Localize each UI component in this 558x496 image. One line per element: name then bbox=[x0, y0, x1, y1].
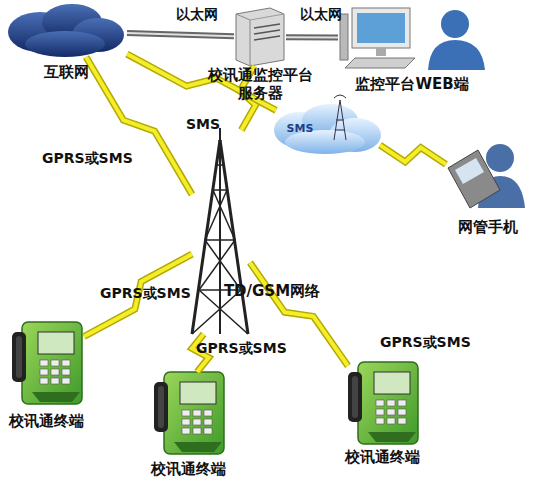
link-core bbox=[286, 36, 338, 38]
sms-cloud bbox=[274, 95, 381, 154]
link-label: GPRS或SMS bbox=[380, 334, 471, 352]
network-node: TD/GSM网络 bbox=[192, 130, 250, 334]
ethernet-link bbox=[286, 37, 338, 38]
admin-phone-icon bbox=[448, 144, 525, 208]
link-label: 以太网 bbox=[176, 6, 218, 24]
network-node: 校讯通终端 bbox=[12, 322, 84, 406]
node-label: 校讯通监控平台服务器 bbox=[202, 66, 318, 102]
internet-cloud bbox=[8, 4, 124, 57]
network-node: 校讯通终端 bbox=[154, 372, 226, 456]
network-node: 校讯通终端 bbox=[348, 362, 420, 446]
link-label: GPRS或SMS bbox=[196, 340, 287, 358]
link-label: SMS bbox=[186, 116, 220, 132]
node-label: TD/GSM网络 bbox=[222, 282, 322, 300]
link-outline bbox=[380, 145, 446, 164]
terminal-icon bbox=[348, 362, 418, 444]
link-label: GPRS或SMS bbox=[100, 285, 191, 303]
wireless-link bbox=[84, 254, 192, 336]
network-node: 网管手机 bbox=[446, 142, 526, 210]
node-label: 网管手机 bbox=[448, 218, 528, 236]
tower-icon bbox=[192, 128, 248, 334]
network-node: SMS bbox=[276, 104, 380, 156]
wireless-link bbox=[380, 145, 446, 164]
network-node: 监控平台WEB端 bbox=[338, 5, 488, 71]
link-outline bbox=[84, 254, 192, 336]
link-label: 以太网 bbox=[300, 6, 342, 24]
node-label: 校讯通终端 bbox=[0, 412, 92, 430]
link-outline bbox=[286, 34, 338, 40]
node-label: 校讯通终端 bbox=[142, 460, 234, 478]
link-core bbox=[127, 33, 234, 36]
link-core bbox=[380, 145, 446, 164]
link-label: GPRS或SMS bbox=[42, 150, 133, 168]
terminal-icon bbox=[12, 322, 82, 404]
ethernet-link bbox=[127, 33, 234, 36]
node-label: 监控平台WEB端 bbox=[352, 75, 472, 93]
server-icon bbox=[236, 8, 284, 66]
web-client-icon bbox=[340, 8, 485, 70]
link-outline bbox=[127, 33, 234, 36]
link-core bbox=[84, 254, 192, 336]
node-label: SMS bbox=[280, 120, 320, 138]
network-node: 互联网 bbox=[5, 5, 127, 57]
node-label: 校讯通终端 bbox=[336, 448, 428, 466]
node-label: 互联网 bbox=[31, 63, 101, 81]
terminal-icon bbox=[154, 372, 224, 454]
network-node: 校讯通监控平台服务器 bbox=[234, 8, 286, 66]
